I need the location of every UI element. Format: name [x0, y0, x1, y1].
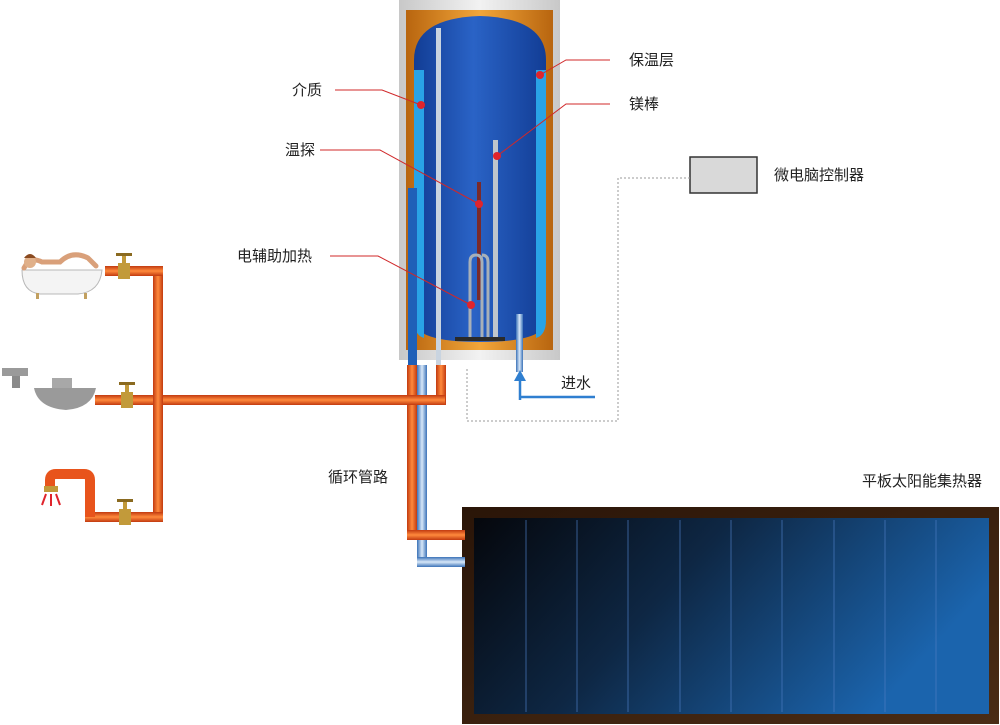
hot-water-distribution	[45, 253, 446, 525]
label-circulation-pipe: 循环管路	[328, 468, 388, 486]
water-tank	[399, 0, 560, 372]
solar-collector	[462, 507, 999, 724]
leader-lines	[320, 59, 610, 306]
controller-box	[689, 156, 758, 194]
label-medium: 介质	[292, 81, 322, 99]
tank-inner	[414, 16, 546, 342]
circulation-pipes	[407, 365, 465, 567]
magnesium-rod	[493, 140, 498, 340]
valve-bath	[116, 253, 132, 279]
distribution-riser	[153, 268, 163, 520]
temperature-probe	[477, 182, 481, 300]
label-electric-heater: 电辅助加热	[237, 247, 312, 265]
internal-pipe-2	[408, 188, 417, 368]
medium-layer-right	[536, 70, 546, 338]
label-insulation: 保温层	[629, 51, 674, 69]
electric-heater	[468, 253, 490, 338]
washbasin-icon	[2, 368, 96, 410]
label-magnesium-rod: 镁棒	[629, 95, 659, 113]
cold-return-vertical	[417, 365, 427, 565]
cold-return-horizontal	[417, 557, 465, 567]
valve-shower	[117, 499, 133, 525]
leader-dots	[417, 71, 544, 309]
label-water-inlet: 进水	[561, 374, 591, 392]
hot-feed-horizontal	[407, 530, 465, 540]
heater-base	[455, 337, 505, 341]
valve-basin	[119, 382, 135, 408]
water-inlet-arrow	[514, 370, 595, 400]
inlet-pipe	[516, 314, 523, 372]
main-hot-pipe	[95, 395, 445, 405]
controller-wiring	[466, 177, 690, 422]
hot-feed-vertical	[407, 365, 417, 537]
tank-outlet-riser	[436, 365, 446, 405]
bathtub-icon	[21, 252, 103, 299]
shower-loop	[45, 469, 95, 517]
label-temp-probe: 温探	[285, 141, 315, 159]
internal-pipe-1	[436, 28, 441, 368]
collector-divisions	[525, 520, 937, 712]
label-controller: 微电脑控制器	[774, 166, 864, 184]
bath-branch	[105, 266, 163, 276]
label-solar-collector: 平板太阳能集热器	[862, 472, 982, 490]
shower-icon	[41, 486, 61, 506]
